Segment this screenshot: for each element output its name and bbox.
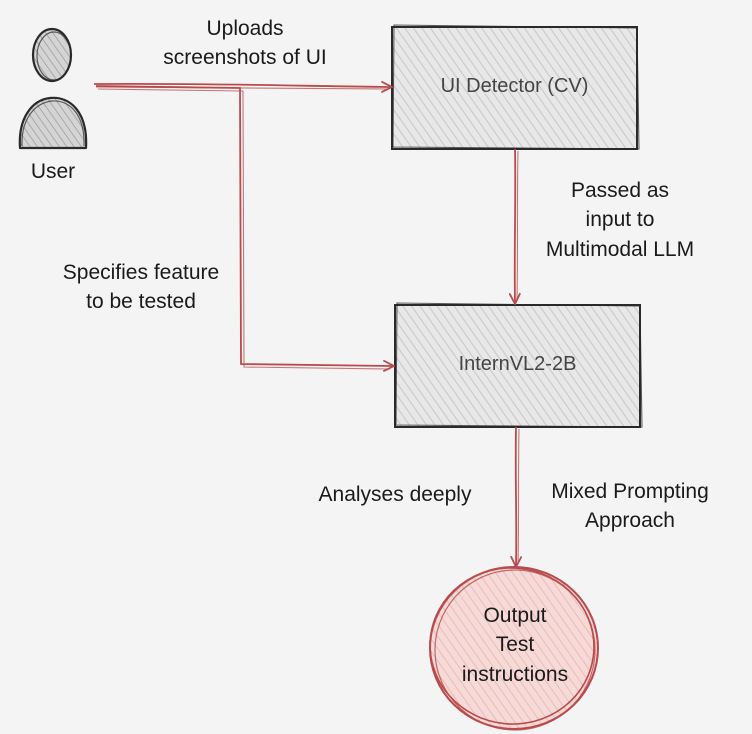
edge-to-output [516,426,519,566]
analyses-label: Analyses deeply [318,483,472,506]
internvl-node [394,302,643,428]
ui-detector-label: UI Detector (CV) [440,75,589,97]
output-label: Output Test instructions [461,604,569,686]
specifies-label: Specifies feature to be tested [62,261,220,314]
uploads-label: Uploads screenshots of UI [163,17,327,70]
edge-passed [515,148,518,303]
edge-specifies [95,85,393,369]
user-icon [18,27,88,150]
internvl-label: InternVL2-2B [458,353,577,375]
output-node [429,566,599,731]
user-label: User [30,160,76,183]
mixed-label: Mixed Prompting Approach [551,480,709,533]
passed-label: Passed as input to Multimodal LLM [545,179,695,261]
